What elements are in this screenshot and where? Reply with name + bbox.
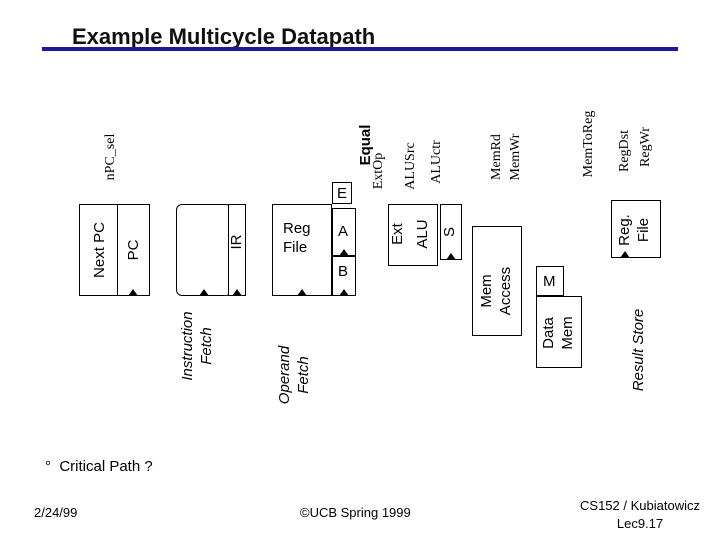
a-label: A [338, 223, 349, 240]
s-label: S [441, 227, 458, 238]
footer-date: 2/24/99 [34, 505, 78, 520]
next-pc-block: Next PC [79, 204, 121, 296]
clock-notch-icon [297, 289, 307, 296]
m-label: M [543, 273, 556, 290]
data-mem-label: Data Mem [540, 316, 576, 350]
b-register: B [332, 256, 356, 296]
npc-sel-signal: nPC_sel [103, 133, 118, 181]
regwr-signal: RegWr [638, 127, 653, 167]
clock-notch-icon [446, 253, 456, 260]
ir-register: IR [228, 204, 246, 296]
instruction-fetch-stage: Instruction Fetch [179, 311, 215, 381]
register-file-writeback: Reg. File [611, 200, 661, 258]
footer-copyright: ©UCB Spring 1999 [300, 505, 411, 520]
extop-signal: ExtOp [371, 152, 386, 190]
m-register: M [536, 266, 564, 296]
footer-course-line2: Lec9.17 [616, 516, 664, 531]
reg-file-right-label: Reg. File [616, 214, 652, 246]
next-pc-label: Next PC [91, 222, 108, 278]
clock-notch-icon [128, 289, 138, 296]
clock-notch-icon [339, 249, 349, 256]
ext-label: Ext [389, 223, 406, 245]
pc-label: PC [125, 239, 142, 261]
result-store-stage: Result Store [630, 308, 647, 392]
slide-title: Example Multicycle Datapath [72, 24, 376, 49]
memrd-signal: MemRd [489, 134, 504, 180]
data-memory: Data Mem [536, 296, 582, 368]
a-register: A [332, 208, 356, 256]
pc-register: PC [117, 204, 150, 296]
memtoreg-signal: MemToReg [581, 110, 596, 178]
clock-notch-icon [232, 289, 242, 296]
s-register: S [440, 204, 462, 260]
alu-label: ALU [414, 219, 431, 249]
alusrc-signal: ALUSrc [403, 142, 418, 190]
footer-course-line1: CS152 / Kubiatowicz [580, 498, 700, 513]
b-label: B [338, 263, 349, 280]
reg-file-label: Reg File [283, 220, 311, 256]
clock-notch-icon [339, 289, 349, 296]
e-label: E [337, 185, 348, 202]
clock-notch-icon [620, 251, 630, 258]
title-underline [42, 47, 678, 51]
ir-label: IR [228, 234, 245, 250]
register-file: Reg File [272, 204, 332, 296]
clock-notch-icon [199, 289, 209, 296]
operand-fetch-stage: Operand Fetch [276, 345, 312, 405]
aluctr-signal: ALUctr [429, 140, 444, 184]
memwr-signal: MemWr [508, 133, 523, 181]
footer-course: CS152 / Kubiatowicz Lec9.17 [560, 497, 720, 533]
critical-path-bullet: ° Critical Path ? [45, 458, 153, 475]
regdst-signal: RegDst [617, 130, 632, 172]
mem-access-block: Mem Access [472, 226, 522, 336]
e-register: E [332, 182, 352, 204]
mem-access-label: Mem Access [478, 266, 514, 316]
instruction-memory [176, 204, 232, 296]
ext-alu-block: Ext ALU [388, 204, 438, 266]
